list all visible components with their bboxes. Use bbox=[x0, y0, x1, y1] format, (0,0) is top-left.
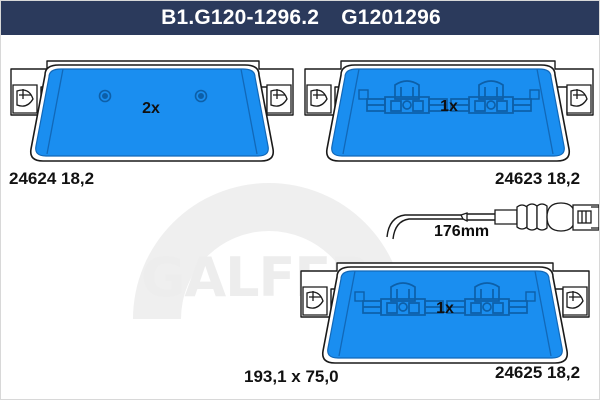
pad-retaining-hole bbox=[98, 89, 208, 103]
reference-code: G1201296 bbox=[341, 6, 441, 29]
pad-quantity-bottom: 1x bbox=[436, 300, 454, 317]
pad-quantity-top-left: 2x bbox=[142, 100, 160, 117]
spring-clip bbox=[446, 282, 528, 316]
wear-sensor bbox=[386, 202, 599, 240]
title-bar: B1.G120-1296.2 G1201296 bbox=[1, 1, 599, 35]
pad-quantity-top-right: 1x bbox=[440, 98, 458, 115]
pad-top-left: 2x bbox=[10, 60, 294, 162]
spring-clip bbox=[450, 80, 532, 114]
pad-label-top-left: 24624 18,2 bbox=[9, 169, 95, 188]
pad-top-right: 1x bbox=[304, 60, 594, 162]
pad-label-top-right: 24623 18,2 bbox=[495, 169, 581, 188]
pad-label-bottom: 24625 18,2 bbox=[495, 363, 581, 382]
spring-clip bbox=[366, 80, 448, 114]
part-code: B1.G120-1296.2 bbox=[161, 6, 320, 29]
sensor-length-label: 176mm bbox=[434, 223, 490, 240]
pad-bottom: 1x bbox=[300, 262, 590, 364]
overall-dimensions-label: 193,1 x 75,0 bbox=[244, 367, 339, 386]
